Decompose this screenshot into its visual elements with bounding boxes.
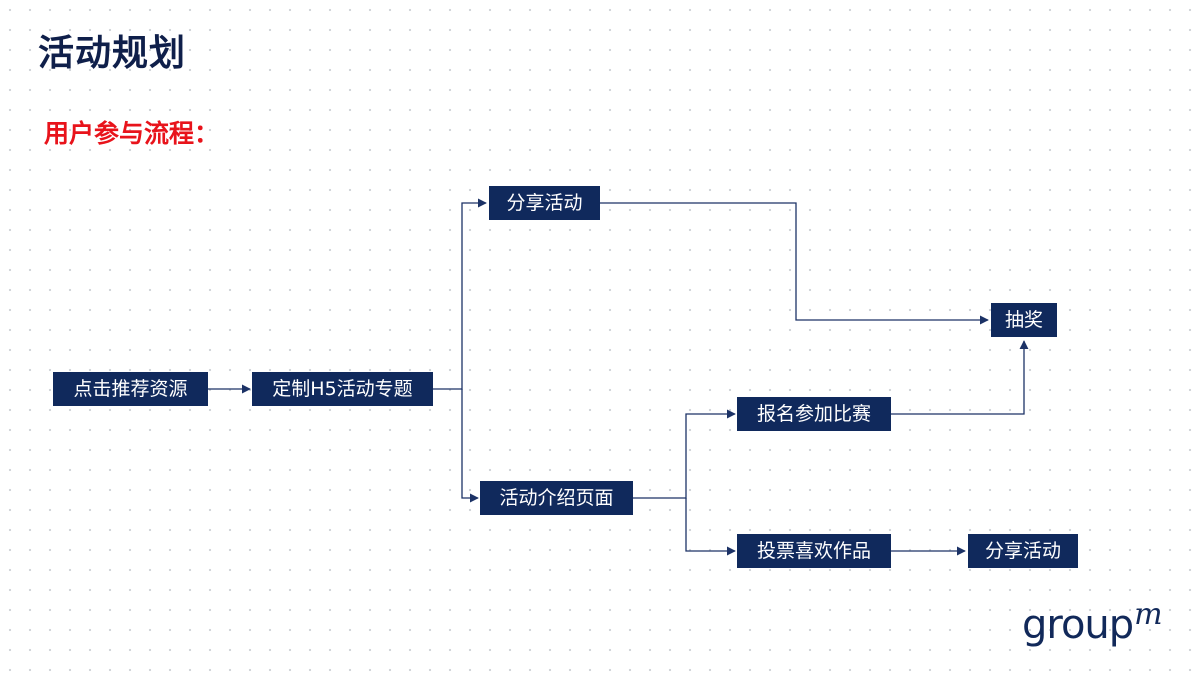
node-share-activity-bottom: 分享活动 <box>968 534 1078 568</box>
edge-share-activity-top-to-lottery <box>600 202 989 325</box>
groupm-logo: groupm <box>1022 597 1163 648</box>
node-click-recommend: 点击推荐资源 <box>53 372 208 406</box>
slide-title: 活动规划 <box>38 33 187 74</box>
node-activity-intro: 活动介绍页面 <box>480 481 633 515</box>
node-share-activity-top: 分享活动 <box>489 186 600 220</box>
edge-custom-h5-to-activity-intro <box>461 389 479 503</box>
logo-word: group <box>1022 602 1134 648</box>
edge-activity-intro-to-signup-contest <box>633 409 736 499</box>
edge-signup-contest-to-lottery <box>891 340 1029 415</box>
logo-superscript: m <box>1134 597 1163 632</box>
section-title: 用户参与流程： <box>44 119 220 148</box>
node-signup-contest: 报名参加比赛 <box>737 397 891 431</box>
node-vote-favorite: 投票喜欢作品 <box>737 534 891 568</box>
edge-custom-h5-to-share-activity-top <box>433 198 487 390</box>
node-lottery: 抽奖 <box>991 303 1057 337</box>
node-custom-h5: 定制H5活动专题 <box>252 372 433 406</box>
edge-activity-intro-to-vote-favorite <box>685 498 736 556</box>
